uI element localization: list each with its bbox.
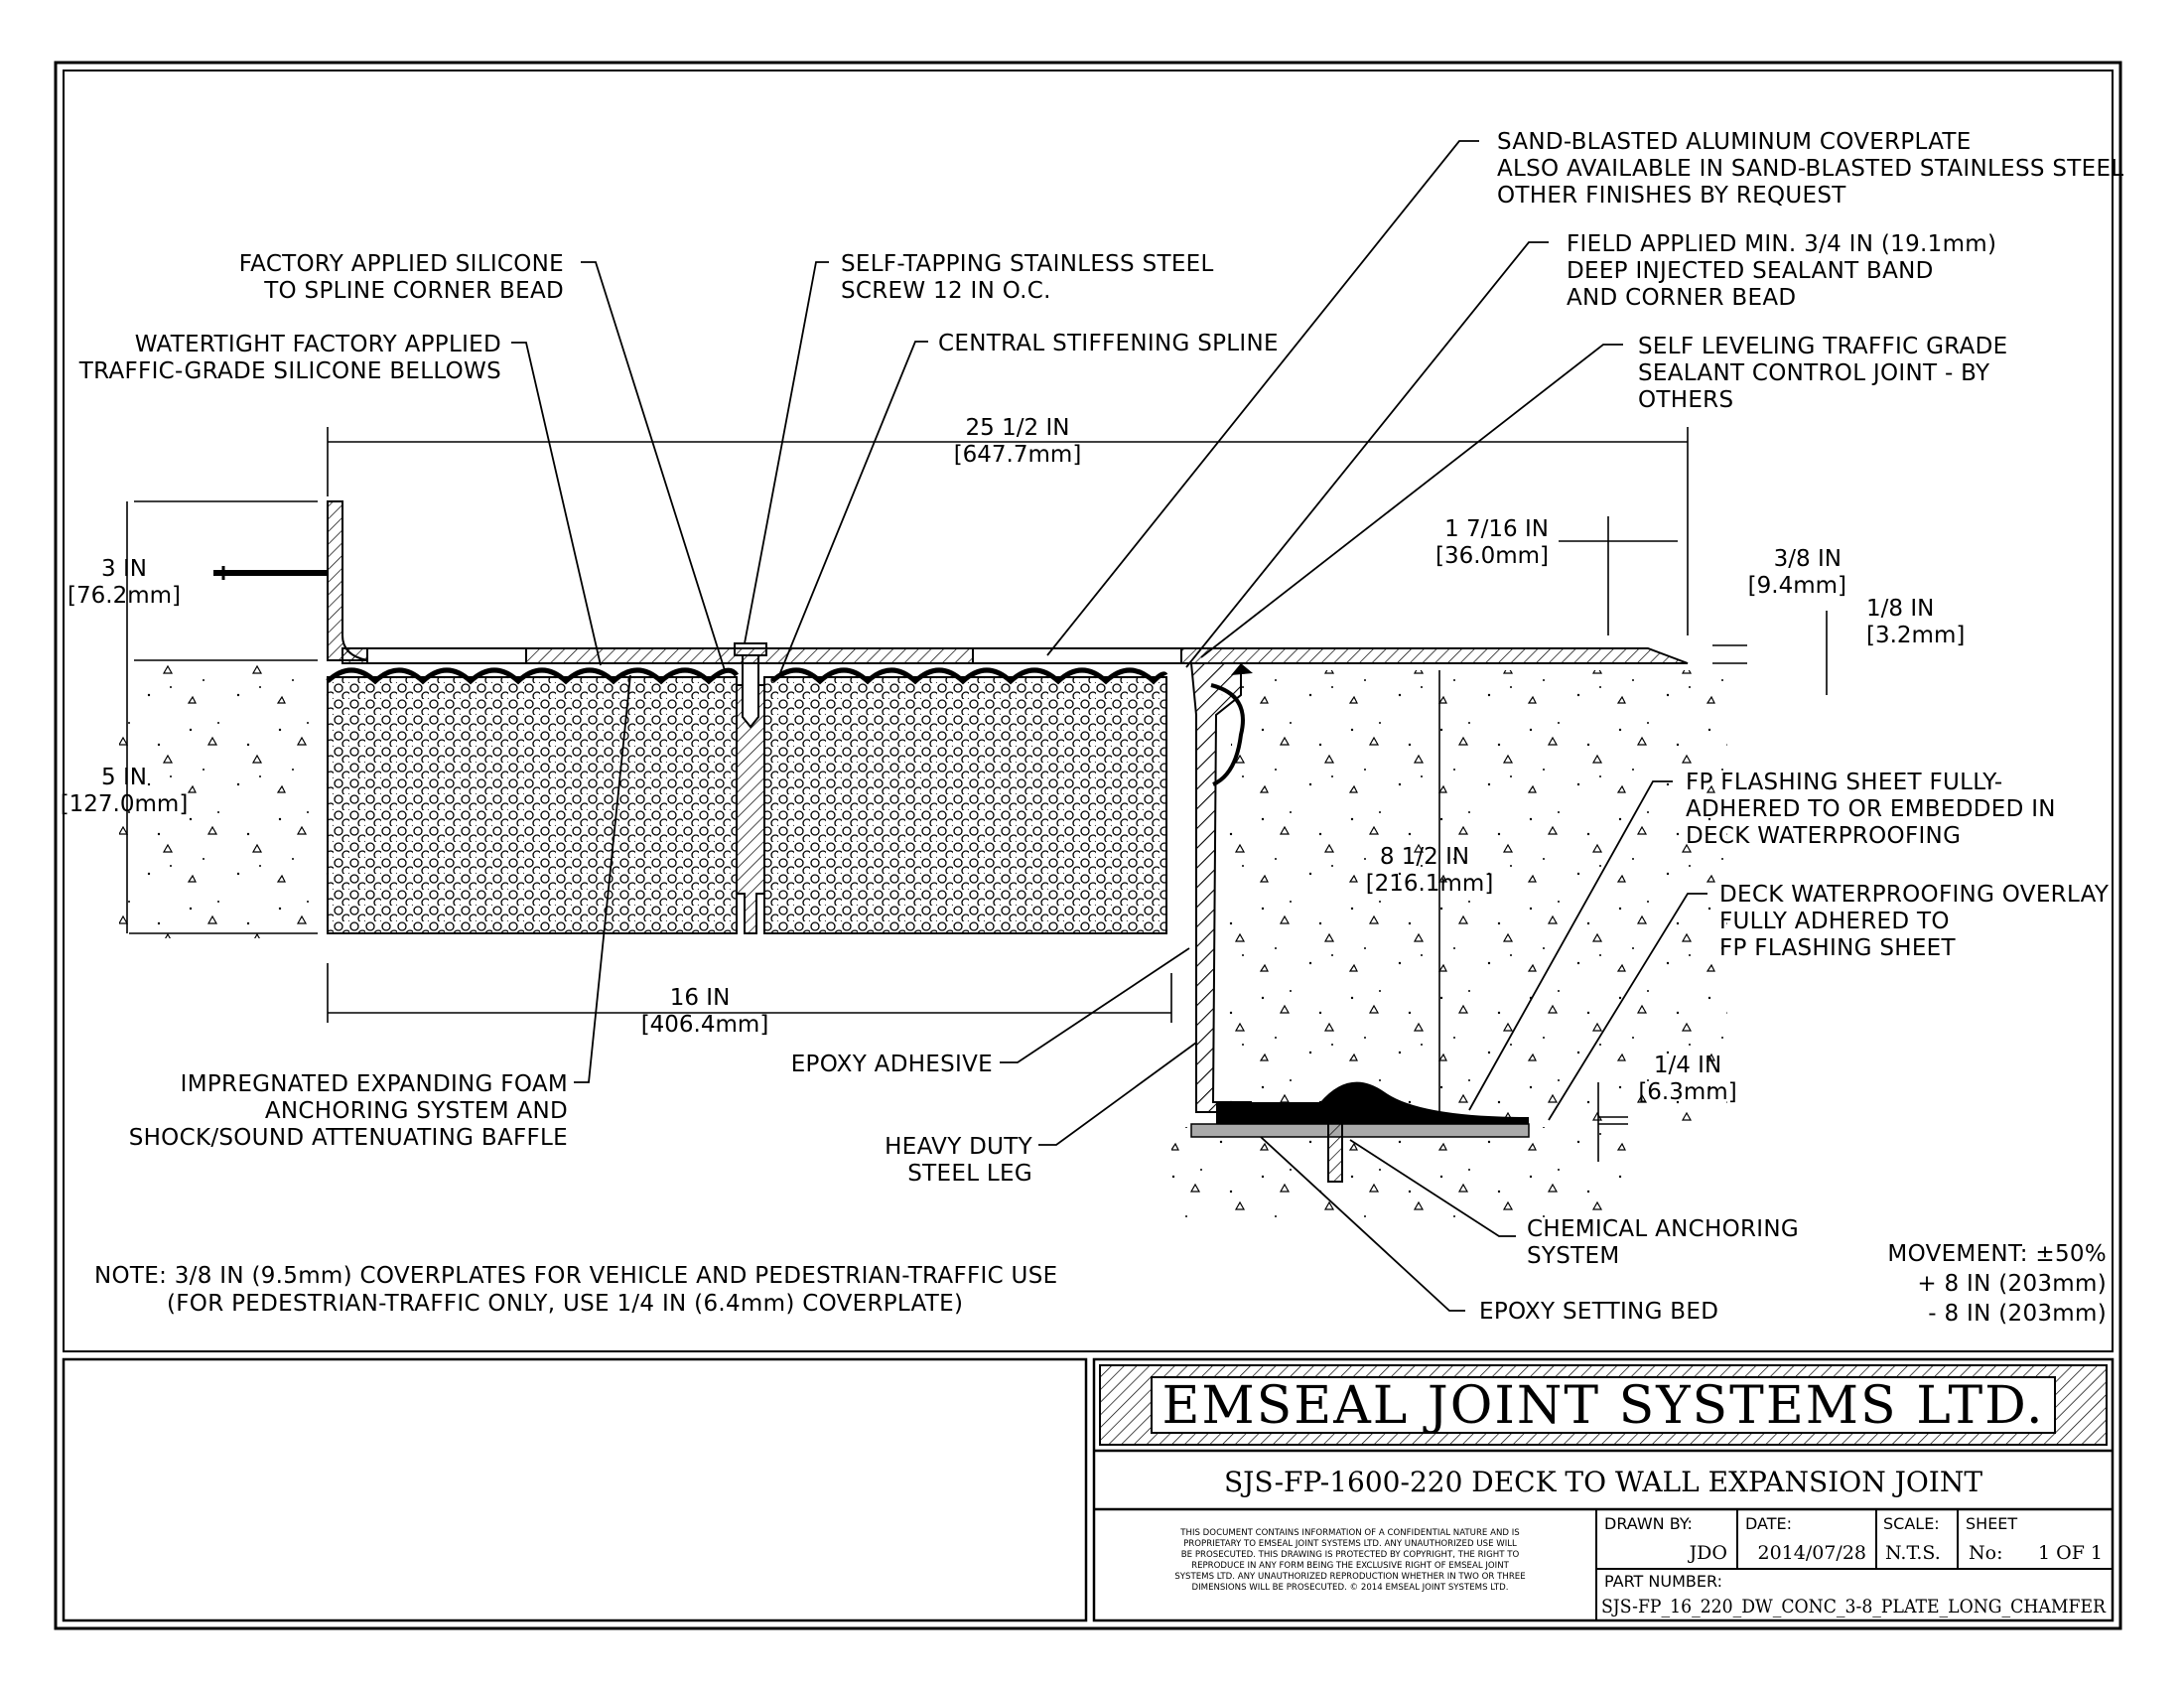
leg-bend bbox=[1210, 683, 1245, 786]
callout-spline: CENTRAL STIFFENING SPLINE bbox=[938, 331, 1279, 356]
dim-chamfer-tip: 1/8 IN bbox=[1866, 596, 1934, 622]
callout-factory-silicone-2: TO SPLINE CORNER BEAD bbox=[263, 278, 564, 304]
company-name: EMSEAL JOINT SYSTEMS LTD. bbox=[1161, 1376, 2044, 1436]
movement-plus: + 8 IN (203mm) bbox=[1917, 1271, 2107, 1297]
chemical-anchor bbox=[1327, 1111, 1343, 1183]
dim-chamfer-tip-mm: [3.2mm] bbox=[1866, 623, 1965, 648]
callout-flashing-3: DECK WATERPROOFING bbox=[1686, 823, 1961, 849]
callout-steel-leg-2: STEEL LEG bbox=[907, 1161, 1032, 1187]
dim-chamfer: 1 7/16 IN bbox=[1444, 516, 1549, 542]
legal-6: DIMENSIONS WILL BE PROSECUTED. © 2014 EM… bbox=[1192, 1583, 1509, 1593]
callout-coverplate-3: OTHER FINISHES BY REQUEST bbox=[1497, 183, 1846, 209]
legal-1: THIS DOCUMENT CONTAINS INFORMATION OF A … bbox=[1179, 1528, 1519, 1538]
dim-foam-depth-mm: [127.0mm] bbox=[61, 791, 189, 817]
legal-2: PROPRIETARY TO EMSEAL JOINT SYSTEMS LTD.… bbox=[1183, 1539, 1517, 1549]
dim-foam-width: 16 IN bbox=[670, 985, 731, 1011]
legal-3: BE PROSECUTED. THIS DRAWING IS PROTECTED… bbox=[1181, 1550, 1520, 1560]
callout-epoxy-bed: EPOXY SETTING BED bbox=[1479, 1299, 1718, 1325]
screw-shank bbox=[742, 654, 759, 729]
date-label: DATE: bbox=[1745, 1514, 1792, 1533]
bellows-left bbox=[326, 667, 740, 685]
dim-chamfer-mm: [36.0mm] bbox=[1435, 543, 1549, 569]
dim-plate-thickness: 3/8 IN bbox=[1774, 546, 1842, 572]
dim-leg-depth-mm: [216.1mm] bbox=[1366, 871, 1494, 897]
wall-angle bbox=[327, 500, 368, 661]
bellows-right bbox=[770, 667, 1168, 685]
dim-wall-flange-mm: [76.2mm] bbox=[68, 583, 181, 609]
callout-flashing-1: FP FLASHING SHEET FULLY- bbox=[1686, 770, 2003, 795]
leader-lines bbox=[511, 140, 1707, 1312]
callout-foam-3: SHOCK/SOUND ATTENUATING BAFFLE bbox=[129, 1125, 568, 1151]
note-line-2: (FOR PEDESTRIAN-TRAFFIC ONLY, USE 1/4 IN… bbox=[167, 1291, 963, 1317]
dim-flange: 1/4 IN bbox=[1654, 1053, 1721, 1078]
flashing-sheet bbox=[1216, 1081, 1529, 1124]
central-spline bbox=[736, 684, 765, 934]
left-concrete bbox=[119, 660, 328, 938]
note-line-1: NOTE: 3/8 IN (9.5mm) COVERPLATES FOR VEH… bbox=[94, 1263, 1057, 1289]
lower-concrete bbox=[1171, 1127, 1628, 1221]
callout-overlay-1: DECK WATERPROOFING OVERLAY bbox=[1719, 882, 2110, 908]
callout-epoxy-adhesive: EPOXY ADHESIVE bbox=[791, 1052, 993, 1077]
callout-field-sealant-2: DEEP INJECTED SEALANT BAND bbox=[1567, 258, 1934, 284]
callout-coverplate-1: SAND-BLASTED ALUMINUM COVERPLATE bbox=[1497, 129, 1972, 155]
callout-overlay-2: FULLY ADHERED TO bbox=[1719, 909, 1950, 934]
sheet-no-label: No: bbox=[1969, 1542, 2002, 1564]
callout-screw-1: SELF-TAPPING STAINLESS STEEL bbox=[841, 251, 1214, 277]
callout-bellows-2: TRAFFIC-GRADE SILICONE BELLOWS bbox=[78, 358, 501, 384]
title-block-blank bbox=[62, 1357, 1088, 1622]
scale-label: SCALE: bbox=[1883, 1514, 1940, 1533]
dim-leg-depth: 8 1/2 IN bbox=[1380, 844, 1469, 870]
epoxy-setting-bed bbox=[1190, 1123, 1530, 1138]
callout-self-leveling-3: OTHERS bbox=[1638, 387, 1733, 413]
part-number-label: PART NUMBER: bbox=[1604, 1572, 1722, 1591]
scale: N.T.S. bbox=[1885, 1542, 1941, 1564]
callout-self-leveling-2: SEALANT CONTROL JOINT - BY bbox=[1638, 360, 1990, 386]
date: 2014/07/28 bbox=[1757, 1542, 1866, 1564]
dim-flange-mm: [6.3mm] bbox=[1638, 1079, 1736, 1105]
callout-factory-silicone-1: FACTORY APPLIED SILICONE bbox=[239, 251, 564, 277]
dim-plate-thickness-mm: [9.4mm] bbox=[1748, 573, 1846, 599]
dim-wall-flange: 3 IN bbox=[101, 556, 147, 582]
callout-overlay-3: FP FLASHING SHEET bbox=[1719, 935, 1956, 961]
movement-minus: - 8 IN (203mm) bbox=[1928, 1301, 2107, 1327]
drawing-frame bbox=[63, 70, 2114, 1352]
drawing-title: SJS-FP-1600-220 DECK TO WALL EXPANSION J… bbox=[1224, 1466, 1982, 1498]
callout-self-leveling-1: SELF LEVELING TRAFFIC GRADE bbox=[1638, 334, 2007, 359]
drawn-by-label: DRAWN BY: bbox=[1604, 1514, 1693, 1533]
callout-foam-2: ANCHORING SYSTEM AND bbox=[265, 1098, 568, 1124]
callout-bellows-1: WATERTIGHT FACTORY APPLIED bbox=[135, 332, 501, 357]
dim-foam-depth: 5 IN bbox=[101, 765, 147, 790]
callout-coverplate-2: ALSO AVAILABLE IN SAND-BLASTED STAINLESS… bbox=[1497, 156, 2123, 182]
legal-4: REPRODUCE IN ANY FORM BEING THE EXCLUSIV… bbox=[1191, 1561, 1510, 1571]
callout-field-sealant-1: FIELD APPLIED MIN. 3/4 IN (19.1mm) bbox=[1567, 231, 1996, 257]
sheet-label: SHEET bbox=[1966, 1514, 2017, 1533]
callout-chemical-1: CHEMICAL ANCHORING bbox=[1527, 1216, 1799, 1242]
legal-5: SYSTEMS LTD. ANY UNAUTHORIZED REPRODUCTI… bbox=[1174, 1572, 1525, 1582]
dim-overall-width-mm: [647.7mm] bbox=[954, 442, 1082, 468]
dimension-lines bbox=[126, 427, 1828, 1162]
drawn-by: JDO bbox=[1688, 1542, 1727, 1564]
dim-foam-width-mm: [406.4mm] bbox=[641, 1012, 769, 1038]
callout-screw-2: SCREW 12 IN O.C. bbox=[841, 278, 1051, 304]
outer-border bbox=[54, 61, 2122, 1630]
foam-left bbox=[327, 676, 738, 934]
dim-overall-width: 25 1/2 IN bbox=[966, 415, 1070, 441]
title-block bbox=[1092, 1357, 2115, 1622]
callout-steel-leg-1: HEAVY DUTY bbox=[885, 1134, 1032, 1160]
sheet-number: 1 OF 1 bbox=[2038, 1542, 2103, 1564]
callout-foam-1: IMPREGNATED EXPANDING FOAM bbox=[181, 1071, 568, 1097]
callout-flashing-2: ADHERED TO OR EMBEDDED IN bbox=[1686, 796, 2056, 822]
movement-title: MOVEMENT: ±50% bbox=[1887, 1241, 2107, 1267]
callout-field-sealant-3: AND CORNER BEAD bbox=[1567, 285, 1796, 311]
part-number: SJS-FP_16_220_DW_CONC_3-8_PLATE_LONG_CHA… bbox=[1601, 1596, 2107, 1618]
right-concrete bbox=[1211, 670, 1727, 1122]
foam-right bbox=[763, 676, 1167, 934]
callout-chemical-2: SYSTEM bbox=[1527, 1243, 1619, 1269]
